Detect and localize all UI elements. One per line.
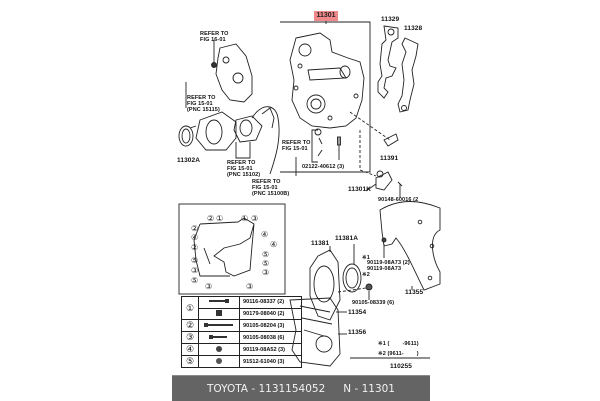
part-label-11354[interactable]: 11354 (348, 309, 367, 316)
note1-mark: ※1 (362, 255, 370, 261)
part-label-11381a[interactable]: 11381A (335, 235, 359, 242)
brand-part-number: TOYOTA - 1131154052 (207, 382, 326, 395)
bolt-icon (198, 296, 240, 309)
callout: ① (241, 214, 249, 223)
table-row: ④ 90119-08A52 (3) (181, 343, 302, 356)
part-number[interactable]: 90105-08038 (6) (239, 331, 302, 344)
callout: ① (216, 214, 224, 223)
table-row: ③ 90105-08038 (6) (181, 331, 302, 344)
callout: ⑤ (191, 256, 199, 265)
part-label-11355[interactable]: 11355 (405, 289, 424, 296)
row-number: ④ (181, 343, 199, 356)
callout: ④ (191, 233, 199, 242)
callout: ② (191, 243, 199, 252)
legend-note1: ※1 ( -9611) (378, 341, 419, 347)
table-row: 90179-08040 (2) (182, 307, 302, 320)
row-number: ① (181, 296, 199, 320)
callout: ④ (261, 230, 269, 239)
nut-label-90119-a[interactable]: 90119-08A73 (2) (367, 260, 410, 266)
table-row: ⑤ 91512-61040 (3) (181, 355, 302, 368)
part-label-11329[interactable]: 11329 (381, 16, 400, 23)
caption-bar: TOYOTA - 1131154052 N - 11301 (172, 375, 430, 401)
plug-icon (198, 355, 240, 368)
callout: ③ (191, 266, 199, 275)
bolt-reference-table: ① 90116-08337 (2) 90179-08040 (2) ② 9010… (181, 296, 302, 368)
part-number[interactable]: 90179-08040 (2) (239, 307, 302, 320)
row-number: ⑤ (181, 355, 199, 368)
nut-icon (198, 343, 240, 356)
callout: ④ (270, 240, 278, 249)
part-label-11381[interactable]: 11381 (311, 240, 330, 247)
part-number[interactable]: 90116-08337 (2) (239, 296, 302, 309)
table-row: ② 90105-08204 (3) (181, 319, 302, 332)
callout: ③ (251, 214, 259, 223)
table-row: ① 90116-08337 (2) (181, 296, 302, 320)
row-number: ② (181, 319, 199, 332)
row-number: ③ (181, 331, 199, 344)
callout: ② (207, 214, 215, 223)
callout: ③ (246, 282, 254, 291)
note2-mark: ※2 (362, 272, 370, 278)
bolt-label-90105[interactable]: 90105-08339 (6) (352, 300, 395, 306)
part-number[interactable]: 90105-08204 (3) (239, 319, 302, 332)
part-label-11356[interactable]: 11356 (348, 329, 367, 336)
part-label-11302a[interactable]: 11302A (177, 157, 201, 164)
main-part-number-highlight[interactable]: 11301 (314, 11, 338, 21)
callout: ③ (205, 282, 213, 291)
part-label-11328[interactable]: 11328 (404, 25, 423, 32)
reference-number: N - 11301 (343, 382, 395, 395)
callout: ⑤ (191, 276, 199, 285)
part-number[interactable]: 90119-08A52 (3) (239, 343, 302, 356)
part-label-11301k[interactable]: 11301K (348, 186, 372, 193)
callout: ③ (262, 268, 270, 277)
stud-icon (198, 307, 240, 320)
callout: ② (191, 224, 199, 233)
callout: ⑤ (262, 250, 270, 259)
legend-note2: ※2 (9611- ) (378, 351, 419, 357)
part-number[interactable]: 91512-61040 (3) (239, 355, 302, 368)
callout: ⑤ (262, 259, 270, 268)
bolt-label-90148[interactable]: 90148-60016 (2 (378, 197, 419, 203)
part-label-11391[interactable]: 11391 (380, 155, 399, 162)
nut-label-90119-b[interactable]: 90119-08A73 (367, 266, 402, 272)
diagram-code: 110255 (390, 363, 412, 370)
long-bolt-icon (198, 319, 240, 332)
bolt-label-02122[interactable]: 02122-40612 (3) (302, 164, 345, 170)
short-bolt-icon (198, 331, 240, 344)
